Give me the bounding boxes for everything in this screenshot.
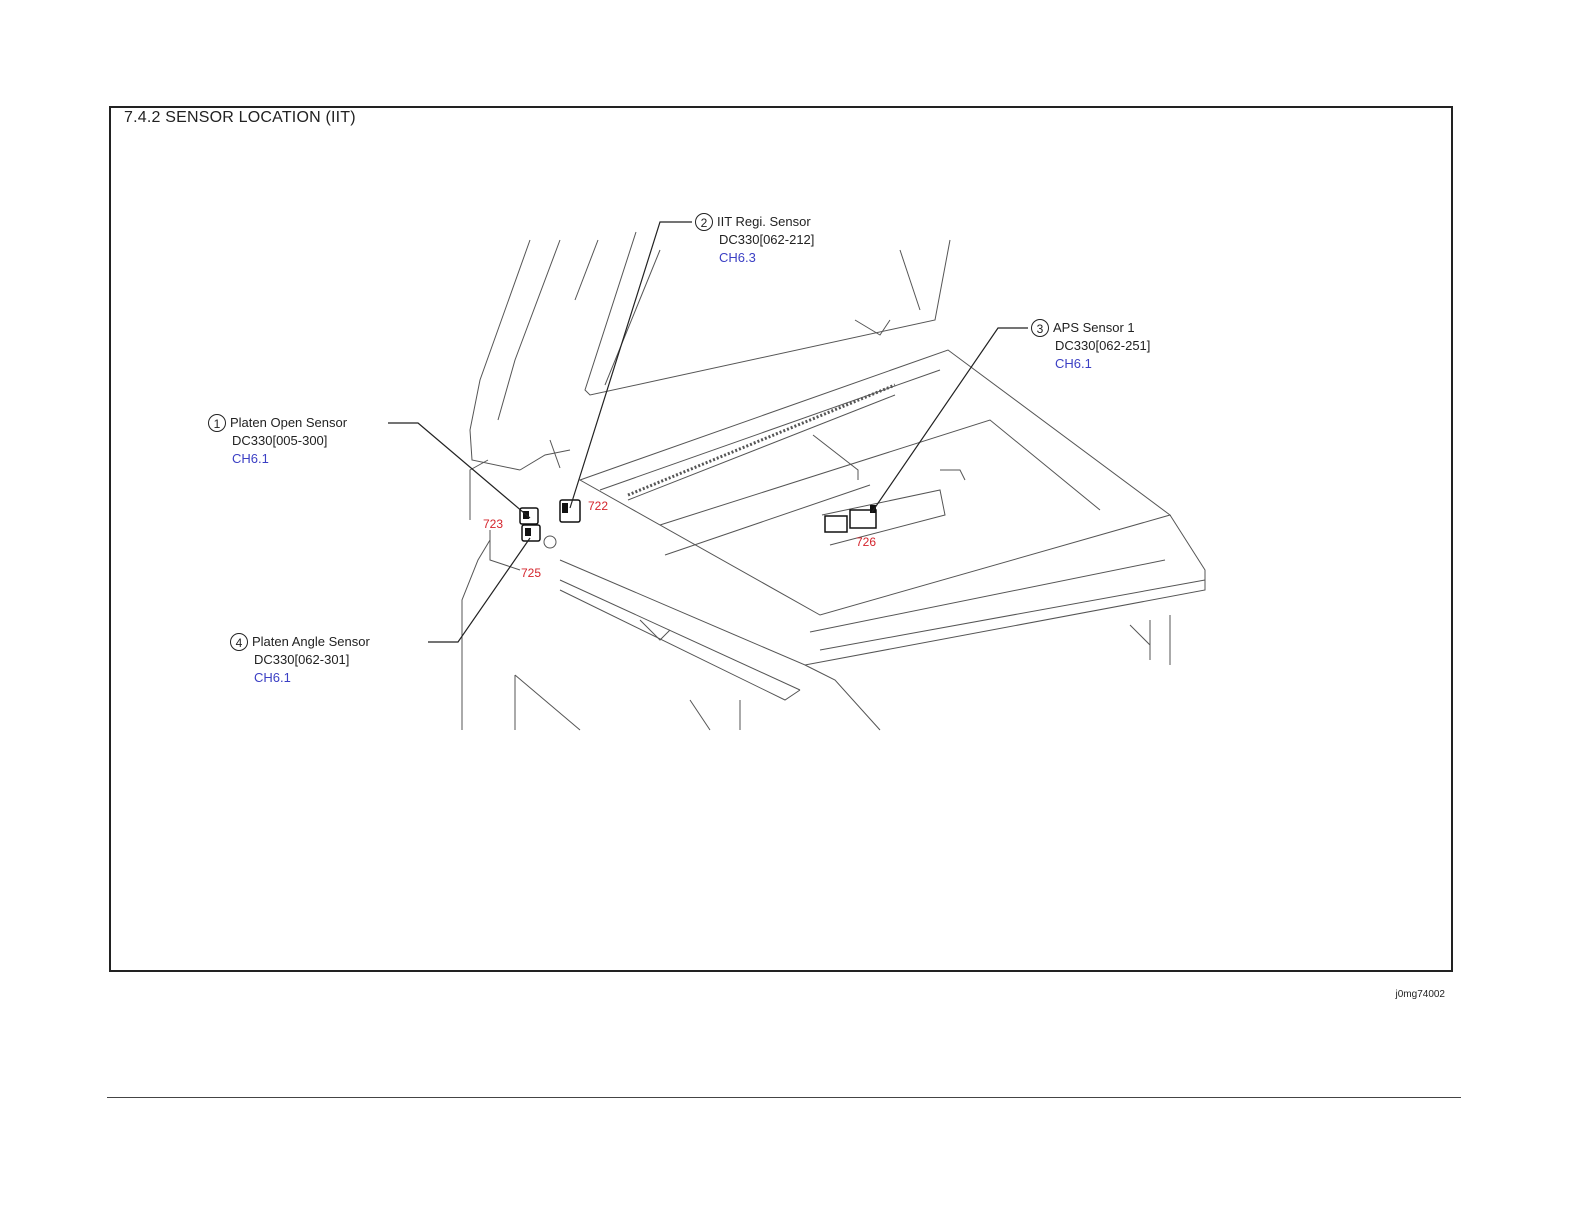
- sensor-name: IIT Regi. Sensor: [717, 214, 811, 229]
- callout-number: 2: [695, 213, 713, 231]
- callout-number: 1: [208, 414, 226, 432]
- chapter-reference[interactable]: CH6.1: [1031, 355, 1150, 373]
- sensor-name: Platen Open Sensor: [230, 415, 347, 430]
- leader-line-4: [428, 538, 530, 642]
- part-number-726: 726: [856, 535, 876, 549]
- part-number-725: 725: [521, 566, 541, 580]
- diag-code: DC330[062-251]: [1031, 337, 1150, 355]
- callout-aps-sensor-1: 3 APS Sensor 1 DC330[062-251] CH6.1: [1031, 319, 1150, 373]
- part-number-722: 722: [588, 499, 608, 513]
- callout-platen-open-sensor: 1 Platen Open Sensor DC330[005-300] CH6.1: [208, 414, 347, 468]
- sensor-name: Platen Angle Sensor: [252, 634, 370, 649]
- footer-divider: [107, 1097, 1461, 1098]
- leader-line-3: [872, 328, 1028, 512]
- chapter-reference[interactable]: CH6.1: [208, 450, 347, 468]
- callout-platen-angle-sensor: 4 Platen Angle Sensor DC330[062-301] CH6.…: [230, 633, 370, 687]
- callout-number: 4: [230, 633, 248, 651]
- chapter-reference[interactable]: CH6.3: [695, 249, 814, 267]
- diag-code: DC330[062-301]: [230, 651, 370, 669]
- part-number-723: 723: [483, 517, 503, 531]
- diag-code: DC330[062-212]: [695, 231, 814, 249]
- callout-number: 3: [1031, 319, 1049, 337]
- chapter-reference[interactable]: CH6.1: [230, 669, 370, 687]
- sensor-name: APS Sensor 1: [1053, 320, 1135, 335]
- diag-code: DC330[005-300]: [208, 432, 347, 450]
- leader-line-1: [388, 423, 530, 518]
- callout-iit-regi-sensor: 2 IIT Regi. Sensor DC330[062-212] CH6.3: [695, 213, 814, 267]
- figure-id: j0mg74002: [1396, 989, 1445, 1000]
